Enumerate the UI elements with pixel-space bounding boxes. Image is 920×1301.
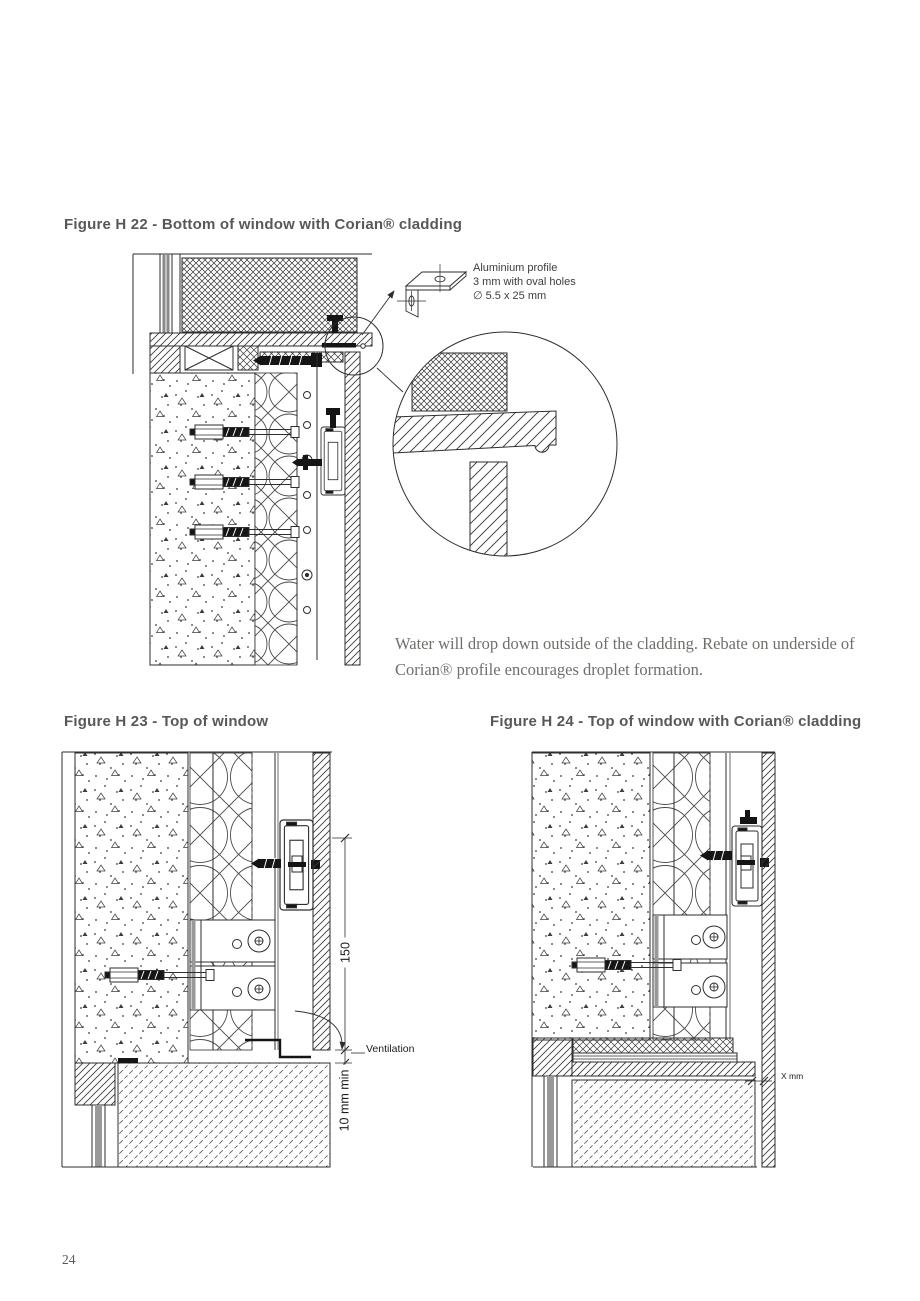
callout-line: Aluminium profile xyxy=(473,262,558,274)
window-frame-head xyxy=(571,1079,756,1168)
figure-h22-drawing xyxy=(132,253,618,666)
bracket xyxy=(189,919,276,1011)
cill-assembly xyxy=(149,315,373,374)
detail-bubble xyxy=(324,290,404,393)
figure-h24-drawing xyxy=(531,751,776,1168)
rail-screw xyxy=(251,857,281,870)
interior-finish xyxy=(532,1037,757,1168)
aluminium-profile-icon xyxy=(397,264,468,318)
ventilation-arrow xyxy=(294,1010,346,1050)
min-gap-label: 10 mm min xyxy=(337,1064,353,1137)
page-number: 24 xyxy=(62,1252,76,1267)
figure-h23-drawing xyxy=(61,751,365,1168)
interior-finish xyxy=(62,1062,330,1168)
corian-panel xyxy=(312,752,331,1051)
window-frame-head xyxy=(117,1058,331,1168)
rail-screw xyxy=(292,455,322,470)
detail-circle xyxy=(392,331,618,557)
insulation xyxy=(254,372,298,666)
callout-line: ∅ 5.5 x 25 mm xyxy=(473,290,547,302)
figure-h22-title: Figure H 22 - Bottom of window with Cori… xyxy=(64,216,463,233)
x-mm-label: X mm xyxy=(781,1071,804,1081)
concrete-wall xyxy=(149,372,256,666)
figure-h24-title: Figure H 24 - Top of window with Corian®… xyxy=(490,713,862,730)
cill-bolt xyxy=(322,315,356,348)
wall-section xyxy=(531,751,775,1167)
aluminium-profile-callout: Aluminium profile 3 mm with oval holes ∅… xyxy=(473,261,576,303)
dimension-150-label: 150 xyxy=(338,937,354,968)
callout-line: 3 mm with oval holes xyxy=(473,276,576,288)
bracket xyxy=(652,914,728,1008)
dimension-x xyxy=(745,1076,772,1086)
fixing-rail xyxy=(251,819,320,911)
vent-angle xyxy=(245,1038,311,1059)
corian-panel xyxy=(344,351,361,666)
corian-panel xyxy=(761,752,776,1168)
ventilation-label: Ventilation xyxy=(366,1043,415,1055)
wall-section xyxy=(61,751,332,1167)
fixing-rail xyxy=(292,352,346,665)
rail-screw xyxy=(700,849,732,862)
figure-h23-title: Figure H 23 - Top of window xyxy=(64,713,269,730)
figure-h22-caption: Water will drop down outside of the clad… xyxy=(395,634,855,679)
head-build-up xyxy=(571,1037,756,1077)
